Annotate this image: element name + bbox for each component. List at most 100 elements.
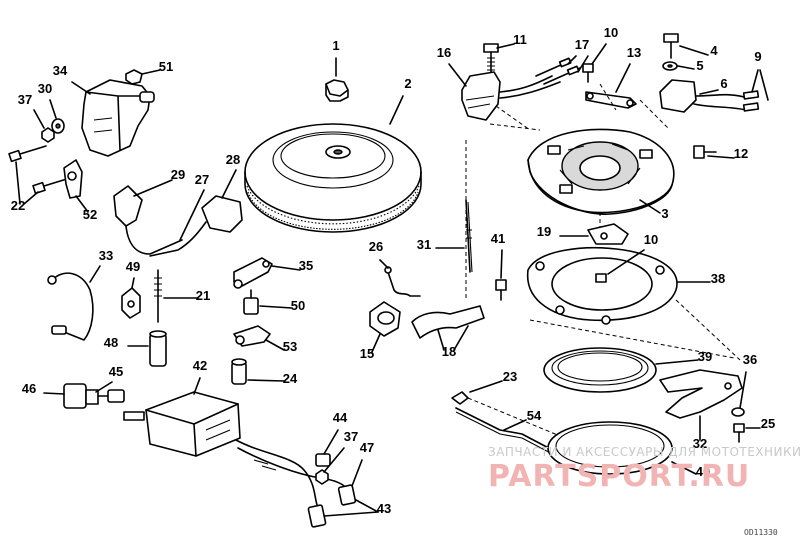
screw-10-center (595, 273, 607, 283)
arm-53 (233, 325, 271, 347)
callout-5: 5 (696, 58, 703, 73)
callout-39: 39 (698, 349, 712, 364)
nut-37-lower (315, 469, 329, 485)
callout-54: 54 (527, 408, 542, 423)
callout-37: 37 (18, 92, 32, 107)
clamp-52 (63, 159, 83, 199)
callout-26: 26 (369, 239, 383, 254)
power-pack-42 (123, 391, 241, 457)
retainer-ring-39 (543, 347, 657, 393)
screw-22-upper (8, 145, 47, 163)
callout-45: 45 (109, 364, 123, 379)
screw-10-top (582, 63, 594, 83)
sleeve-48 (149, 330, 167, 367)
washer-36 (731, 407, 745, 417)
harness-43 (235, 439, 357, 528)
callout-25: 25 (761, 416, 775, 431)
callout-22: 22 (11, 198, 25, 213)
ring-40 (547, 421, 673, 475)
callout-10: 10 (604, 25, 618, 40)
hose-18 (411, 305, 485, 339)
callout-53: 53 (283, 339, 297, 354)
callout-33: 33 (99, 248, 113, 263)
rod-21 (154, 269, 162, 323)
callout-35: 35 (299, 258, 313, 273)
callout-17: 17 (575, 37, 589, 52)
callout-32: 32 (693, 436, 707, 451)
callout-1: 1 (332, 38, 339, 53)
wire-terminals-17 (535, 57, 581, 85)
stator-plate (527, 128, 675, 215)
callout-30: 30 (38, 81, 52, 96)
callout-27: 27 (195, 172, 209, 187)
callout-16: 16 (437, 45, 451, 60)
bushing-50 (243, 289, 259, 315)
clip-23 (451, 391, 561, 437)
callout-3: 3 (661, 206, 668, 221)
bolt-11 (483, 43, 499, 75)
callout-52: 52 (83, 207, 97, 222)
connector-15 (369, 301, 401, 337)
callout-2: 2 (404, 76, 411, 91)
callout-47: 47 (360, 440, 374, 455)
spark-plug-boot-28 (149, 195, 243, 257)
screw-25 (733, 423, 745, 443)
callout-10: 10 (644, 232, 658, 247)
throttle-lever-32 (659, 369, 743, 419)
callout-9: 9 (754, 49, 761, 64)
screw-12 (693, 145, 717, 159)
screw-41 (495, 279, 507, 301)
callout-41: 41 (491, 231, 505, 246)
spacer-24 (231, 358, 247, 385)
wire-terminals-9 (742, 90, 760, 112)
callout-51: 51 (159, 59, 173, 74)
terminal-44 (315, 453, 331, 467)
callout-46: 46 (22, 381, 36, 396)
callout-31: 31 (417, 237, 431, 252)
callout-36: 36 (743, 352, 757, 367)
callout-50: 50 (291, 298, 305, 313)
rod-31 (465, 199, 473, 273)
rod-54 (455, 407, 561, 459)
watermark-main-text: PARTSPORT.RU (488, 459, 750, 494)
arm-35 (233, 257, 273, 289)
washer-30 (51, 118, 65, 134)
callout-21: 21 (196, 288, 210, 303)
callout-42: 42 (193, 358, 207, 373)
flywheel (244, 123, 422, 233)
callout-38: 38 (711, 271, 725, 286)
callout-11: 11 (513, 32, 527, 47)
callout-18: 18 (442, 344, 456, 359)
callout-13: 13 (627, 45, 641, 60)
callout-labels: 1234569101011121315161718192122232425262… (11, 25, 775, 516)
spring-26 (384, 266, 421, 297)
washer-5 (662, 61, 678, 71)
callout-40: 40 (696, 464, 710, 479)
callout-34: 34 (53, 63, 68, 78)
screw-22-lower (32, 177, 71, 195)
watermark-top-text: ЗАПЧАСТИ И АКСЕССУАРЫ ДЛЯ МОТОТЕХНИКИ (488, 445, 800, 459)
callout-44: 44 (333, 410, 348, 425)
wire-33 (47, 272, 94, 341)
callout-48: 48 (104, 335, 118, 350)
callout-6: 6 (720, 76, 727, 91)
ignition-coil-34 (81, 79, 155, 157)
flywheel-nut (325, 79, 349, 102)
callout-23: 23 (503, 369, 517, 384)
armature-plate-38 (526, 247, 678, 325)
callout-37: 37 (344, 429, 358, 444)
callout-19: 19 (537, 224, 551, 239)
callout-49: 49 (126, 259, 140, 274)
plug-46 (63, 383, 125, 409)
sensor-6 (659, 79, 749, 113)
callout-28: 28 (226, 152, 240, 167)
spark-plug-boot-29 (113, 185, 183, 255)
charge-coil-16 (461, 71, 561, 121)
callout-29: 29 (171, 167, 185, 182)
callout-4: 4 (710, 43, 718, 58)
callout-15: 15 (360, 346, 374, 361)
bracket-19 (587, 223, 629, 245)
nut-37 (41, 127, 55, 143)
screw-4 (663, 33, 679, 59)
